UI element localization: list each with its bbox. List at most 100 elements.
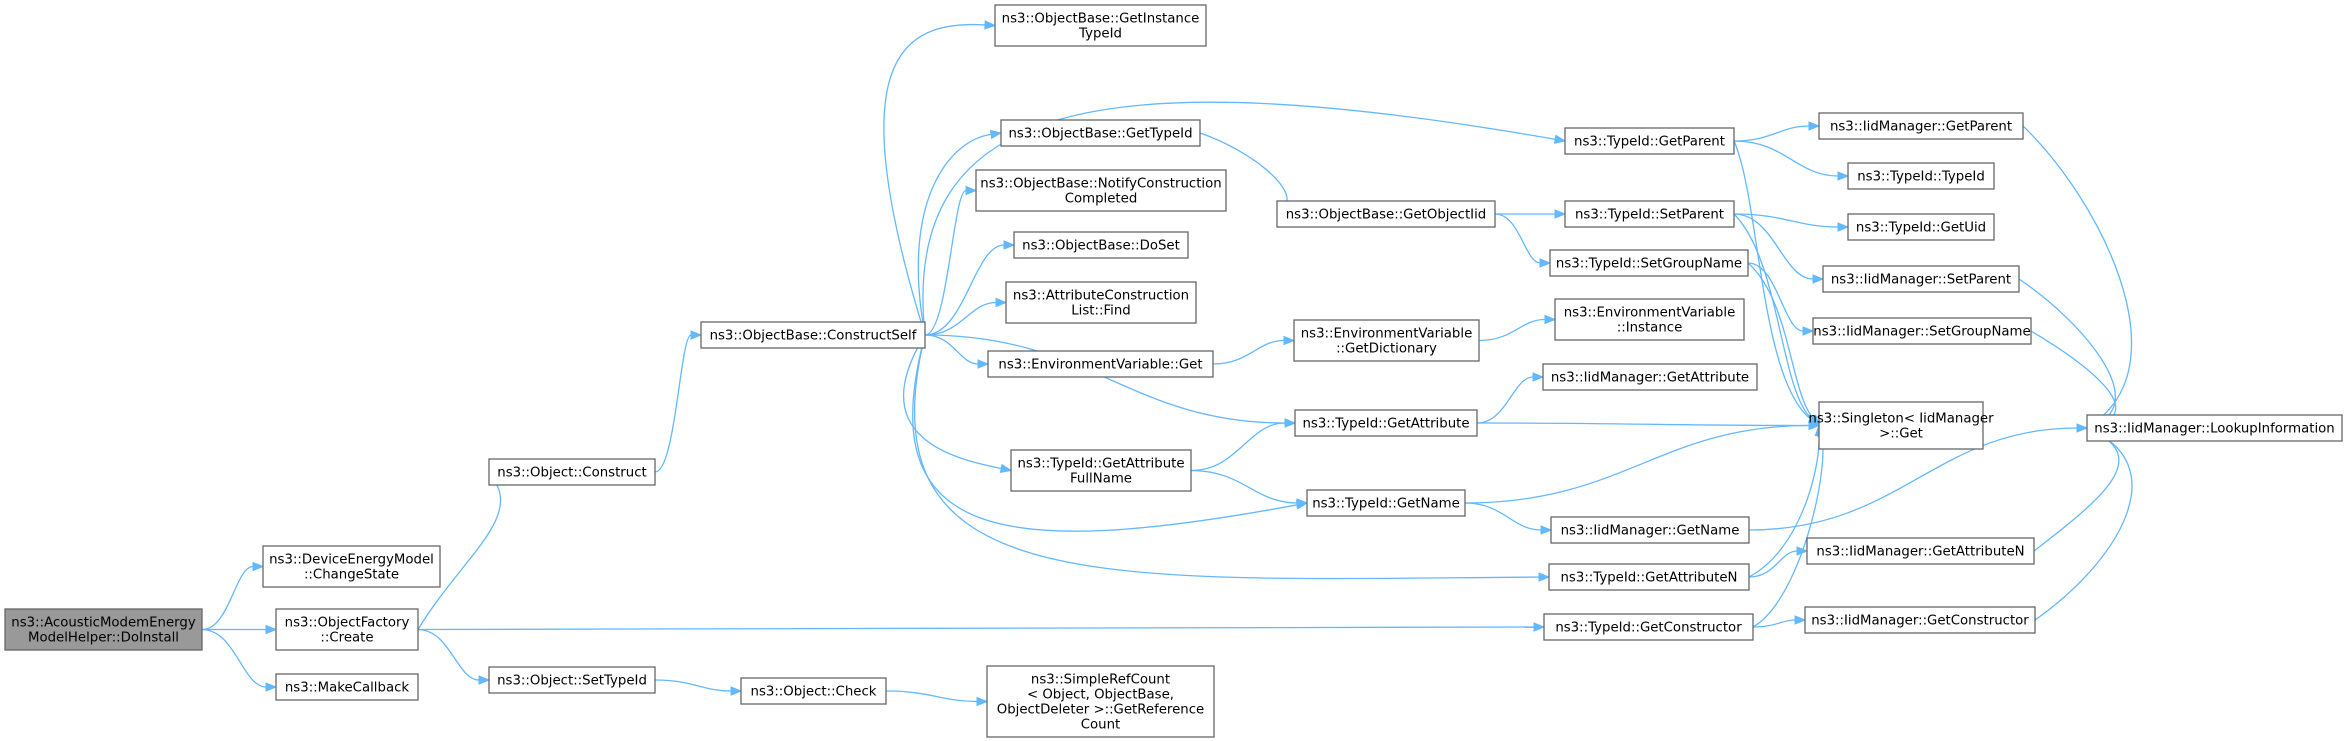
node-label: ns3::TypeId::GetParent xyxy=(1574,135,1725,150)
node-box xyxy=(4,608,203,651)
node-iidgetname[interactable]: ns3::IidManager::GetName xyxy=(1550,516,1750,544)
node-objconstruct[interactable]: ns3::Object::Construct xyxy=(488,458,656,486)
node-doset[interactable]: ns3::ObjectBase::DoSet xyxy=(1013,231,1189,259)
edge-ofcreate-to-objconstruct xyxy=(417,480,501,630)
node-root[interactable]: ns3::AcousticModemEnergyModelHelper::DoI… xyxy=(4,608,203,651)
arrowhead xyxy=(690,330,703,340)
arrowhead xyxy=(1296,498,1309,508)
node-box xyxy=(1013,231,1189,259)
node-iidgetparent[interactable]: ns3::IidManager::GetParent xyxy=(1818,112,2024,140)
node-tgetattributen[interactable]: ns3::TypeId::GetAttributeN xyxy=(1548,563,1750,591)
arrowhead xyxy=(2076,423,2089,433)
edge-tgetattribute-to-iidgetattribute xyxy=(1476,376,1534,424)
arrowhead xyxy=(1553,134,1567,144)
node-notifycc[interactable]: ns3::ObjectBase::NotifyConstructionCompl… xyxy=(975,169,1227,212)
node-envgetdict[interactable]: ns3::EnvironmentVariable::GetDictionary xyxy=(1293,319,1480,362)
arrowhead xyxy=(1532,372,1545,382)
node-box xyxy=(275,673,419,701)
node-label: ::Create xyxy=(320,631,373,646)
arrowhead xyxy=(265,624,278,635)
node-box xyxy=(1294,409,1478,437)
node-box xyxy=(975,169,1227,212)
node-iidsetparent[interactable]: ns3::IidManager::SetParent xyxy=(1822,265,2020,293)
node-label: Completed xyxy=(1065,192,1138,207)
node-settypeid[interactable]: ns3::Object::SetTypeId xyxy=(488,666,656,694)
node-box xyxy=(1550,516,1750,544)
node-label: FullName xyxy=(1070,472,1132,487)
edge-tsetparent-to-singletonget xyxy=(1733,213,1813,420)
node-iidsetgroupname[interactable]: ns3::IidManager::SetGroupName xyxy=(1812,317,2032,345)
node-tsetparent[interactable]: ns3::TypeId::SetParent xyxy=(1564,200,1735,228)
node-tgetuid[interactable]: ns3::TypeId::GetUid xyxy=(1847,213,1995,241)
node-label: ns3::EnvironmentVariable xyxy=(1564,306,1736,321)
arrowhead xyxy=(999,463,1013,474)
node-label: ns3::EnvironmentVariable::Get xyxy=(998,358,1202,373)
node-makecallback[interactable]: ns3::MakeCallback xyxy=(275,673,419,701)
node-iidgetconstructor[interactable]: ns3::IidManager::GetConstructor xyxy=(1804,606,2036,634)
arrowhead xyxy=(1284,418,1297,428)
node-label: ns3::IidManager::GetName xyxy=(1561,524,1740,539)
node-label: ns3::TypeId::GetConstructor xyxy=(1555,621,1742,636)
edge-envgetdict-to-envinstance xyxy=(1478,318,1546,342)
node-label: ns3::ObjectBase::GetInstance xyxy=(1002,12,1200,27)
edge-constructself-to-tgetname xyxy=(912,334,1298,532)
node-label: ns3::SimpleRefCount xyxy=(1031,673,1170,688)
node-envinstance[interactable]: ns3::EnvironmentVariable::Instance xyxy=(1554,298,1745,341)
node-tgetparent[interactable]: ns3::TypeId::GetParent xyxy=(1564,127,1735,155)
node-ttypeid[interactable]: ns3::TypeId::TypeId xyxy=(1847,162,1995,190)
node-singletonget[interactable]: ns3::Singleton< IidManager >::Get xyxy=(1808,401,1994,450)
node-ofcreate[interactable]: ns3::ObjectFactory::Create xyxy=(275,608,419,651)
node-changestate[interactable]: ns3::DeviceEnergyModel::ChangeState xyxy=(262,545,441,588)
node-box xyxy=(700,321,926,349)
edge-getobjectiid-to-tsetgroupname xyxy=(1494,213,1541,264)
arrowhead xyxy=(989,129,1003,140)
arrowhead xyxy=(1540,525,1553,535)
arrowhead xyxy=(730,686,743,696)
node-label: ::Instance xyxy=(1617,321,1683,336)
edge-envget-to-envgetdict xyxy=(1212,339,1285,365)
node-objcheck[interactable]: ns3::Object::Check xyxy=(740,677,887,705)
edge-tgetattributen-to-singletonget xyxy=(1748,435,1820,578)
node-tgetattribute[interactable]: ns3::TypeId::GetAttribute xyxy=(1294,409,1478,437)
edge-constructself-to-tgetattribute xyxy=(924,334,1286,424)
node-box xyxy=(994,4,1207,47)
node-iidgetattributen[interactable]: ns3::IidManager::GetAttributeN xyxy=(1806,537,2035,565)
node-obgettypeid[interactable]: ns3::ObjectBase::GetTypeId xyxy=(1000,119,1201,147)
edge-root-to-makecallback xyxy=(201,628,267,688)
node-tgetconstructor[interactable]: ns3::TypeId::GetConstructor xyxy=(1543,613,1754,641)
node-label: ns3::Object::Check xyxy=(751,685,877,700)
edge-tsetgroupname-to-iidsetgroupname xyxy=(1747,262,1804,332)
node-box xyxy=(1000,119,1201,147)
node-label: ns3::TypeId::GetAttribute xyxy=(1017,457,1184,472)
node-envget[interactable]: ns3::EnvironmentVariable::Get xyxy=(987,350,1214,378)
node-iidlookupinfo[interactable]: ns3::IidManager::LookupInformation xyxy=(2086,414,2343,442)
node-box xyxy=(1554,298,1745,341)
arrowhead xyxy=(1808,414,1820,427)
node-tsetgroupname[interactable]: ns3::TypeId::SetGroupName xyxy=(1549,249,1749,277)
arrowhead xyxy=(995,297,1008,308)
node-label: ::ChangeState xyxy=(304,568,399,583)
node-box xyxy=(1543,613,1754,641)
node-box xyxy=(488,458,656,486)
node-tgetname[interactable]: ns3::TypeId::GetName xyxy=(1306,489,1466,517)
node-box xyxy=(1276,200,1496,228)
node-getobjectiid[interactable]: ns3::ObjectBase::GetObjectIid xyxy=(1276,200,1496,228)
node-label: ns3::IidManager::GetParent xyxy=(1830,120,2012,135)
node-box xyxy=(1005,281,1197,324)
edge-tgetconstructor-to-iidgetconstructor xyxy=(1752,619,1796,628)
node-constructself[interactable]: ns3::ObjectBase::ConstructSelf xyxy=(700,321,926,349)
node-getrefcount[interactable]: ns3::SimpleRefCount< Object, ObjectBase,… xyxy=(986,665,1215,738)
edge-constructself-to-tgetattributen xyxy=(913,334,1540,580)
edge-getattrfullname-to-tgetattribute xyxy=(1190,422,1286,472)
arrowhead xyxy=(1837,171,1850,181)
node-box xyxy=(1564,127,1735,155)
arrowhead xyxy=(1533,622,1546,632)
arrowhead xyxy=(1794,615,1807,625)
node-label: ns3::ObjectFactory xyxy=(285,616,410,631)
node-iidgetattribute[interactable]: ns3::IidManager::GetAttribute xyxy=(1542,363,1758,391)
node-box xyxy=(1549,249,1749,277)
arrowhead xyxy=(1808,121,1821,131)
